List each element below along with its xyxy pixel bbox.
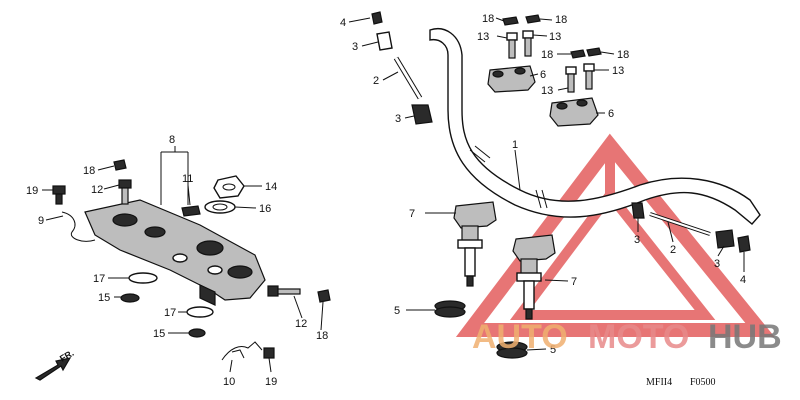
callout-1: 1 [512,139,518,151]
cable-holder-right [631,202,751,253]
callout-12a: 12 [91,184,103,196]
callout-18d: 18 [617,49,629,61]
bushing-5-right [496,341,528,359]
callout-3a: 3 [352,41,358,53]
diagram-code: MFII4 [646,377,672,388]
bolt-19-top [52,185,66,205]
callout-13d: 13 [541,85,553,97]
callout-18b: 18 [555,14,567,26]
callout-numbers: 4 3 2 3 1 18 18 13 13 18 18 6 13 13 6 7 … [26,13,746,388]
top-bridge [84,199,266,306]
callout-2b: 2 [670,244,676,256]
callout-18e: 18 [83,165,95,177]
callout-14: 14 [265,181,277,193]
callout-13a: 13 [477,31,489,43]
callout-18c: 18 [541,49,553,61]
callout-11: 11 [182,173,193,185]
watermark-hub: HUB [708,318,782,356]
bolt-12-right [267,285,301,297]
upper-holder-right [549,97,599,127]
watermark-auto: AUTO [472,318,568,356]
callout-17a: 17 [93,273,105,285]
callout-7a: 7 [409,208,415,220]
diagram-ref: F0500 [690,377,716,388]
plate-11 [181,205,201,217]
callout-15a: 15 [98,292,110,304]
upper-holder-left [487,65,536,93]
bolt-19-bottom [263,347,275,359]
callout-18a: 18 [482,13,494,25]
leader-lines [42,17,745,373]
callout-19b: 19 [265,376,277,388]
nut-14 [213,175,245,199]
callout-2a: 2 [373,75,379,87]
callout-3b: 3 [395,113,401,125]
callout-5b: 5 [550,344,556,356]
front-arrow-label: FR. [58,348,76,364]
callout-15b: 15 [153,328,165,340]
callout-3d: 3 [714,258,720,270]
cap-18-right [317,289,331,303]
callout-13b: 13 [549,31,561,43]
lower-holder-right [512,234,556,320]
watermark-logo: AUTO MOTO HUB [472,318,782,356]
lower-holder-left [453,201,497,287]
callout-4b: 4 [740,274,746,286]
callout-9: 9 [38,215,44,227]
callout-7b: 7 [571,276,577,288]
callout-3c: 3 [634,234,640,246]
wire-clip-9 [61,211,96,242]
callout-6a: 6 [540,69,546,81]
washer-16 [204,200,236,214]
callout-13c: 13 [612,65,624,77]
front-arrow: FR. [34,348,76,381]
callout-19a: 19 [26,185,38,197]
cap-18-left [113,159,127,171]
caps-18-top [502,14,602,59]
callout-8: 8 [169,134,175,146]
bolt-12-top [118,179,132,205]
callout-17b: 17 [164,307,176,319]
cable-holder-top [371,11,433,125]
handlebar [429,28,761,225]
callout-4a: 4 [340,17,346,29]
callout-10: 10 [223,376,235,388]
callout-5a: 5 [394,305,400,317]
bolts-13 [506,30,595,93]
callout-6b: 6 [608,108,614,120]
bushing-5-left [434,300,466,318]
callout-12b: 12 [295,318,307,330]
watermark-moto: MOTO [588,318,689,356]
wire-clip-10 [221,341,263,361]
callout-16: 16 [259,203,271,215]
callout-18f: 18 [316,330,328,342]
